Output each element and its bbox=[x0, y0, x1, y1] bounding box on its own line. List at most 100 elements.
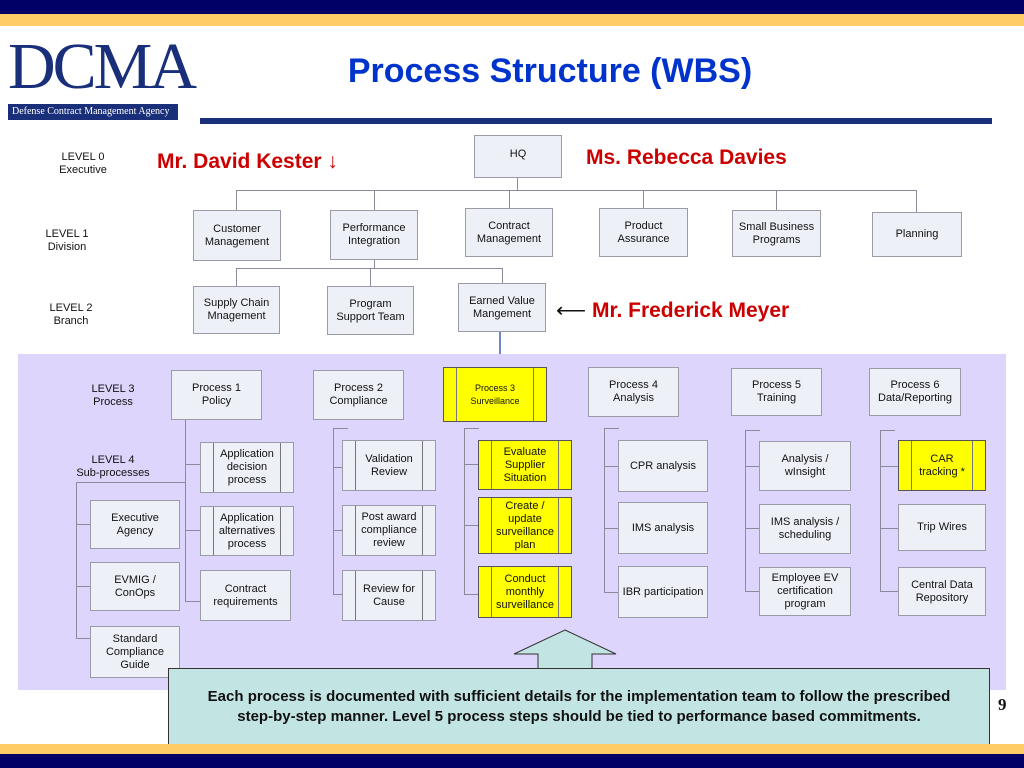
connector bbox=[236, 268, 237, 286]
division-box: Small Business Programs bbox=[732, 210, 821, 257]
connector bbox=[236, 268, 502, 269]
subprocess-box-highlighted: Evaluate Supplier Situation bbox=[478, 440, 572, 490]
connector bbox=[464, 428, 479, 429]
division-box: Performance Integration bbox=[330, 210, 418, 260]
connector bbox=[776, 190, 777, 210]
connector bbox=[236, 190, 917, 191]
connector bbox=[745, 430, 760, 431]
connector bbox=[880, 430, 881, 592]
connector bbox=[464, 428, 465, 595]
connector bbox=[185, 530, 200, 531]
division-box: Contract Management bbox=[465, 208, 553, 257]
connector bbox=[880, 591, 898, 592]
down-arrow-icon: ↓ bbox=[327, 150, 338, 173]
level-4-label: LEVEL 4 Sub-processes bbox=[76, 454, 150, 479]
division-box: Product Assurance bbox=[599, 208, 688, 257]
connector bbox=[374, 190, 375, 210]
connector bbox=[604, 528, 618, 529]
level-2-label: LEVEL 2 Branch bbox=[49, 302, 93, 327]
connector bbox=[643, 190, 644, 208]
process-box: Process 5 Training bbox=[731, 368, 822, 416]
subprocess-box: Review for Cause bbox=[342, 570, 436, 621]
callout-text: Each process is documented with sufficie… bbox=[207, 687, 951, 725]
connector bbox=[464, 594, 478, 595]
page-number: 9 bbox=[998, 695, 1007, 714]
callout-box: Each process is documented with sufficie… bbox=[168, 668, 990, 745]
meyer-annotation: ⟵ Mr. Frederick Meyer bbox=[556, 298, 789, 323]
subprocess-box: Contract requirements bbox=[200, 570, 291, 621]
connector bbox=[745, 591, 759, 592]
title-underline bbox=[200, 118, 992, 124]
subprocess-box: Application decision process bbox=[200, 442, 294, 493]
level-3-label: LEVEL 3 Process bbox=[91, 383, 135, 408]
connector bbox=[333, 467, 342, 468]
subprocess-box: Central Data Repository bbox=[898, 567, 986, 616]
subprocess-box: Analysis / wInsight bbox=[759, 441, 851, 491]
up-arrow-icon bbox=[513, 629, 617, 672]
connector bbox=[333, 428, 334, 595]
connector bbox=[370, 268, 371, 286]
hq-box: HQ bbox=[474, 135, 562, 178]
branch-box: Program Support Team bbox=[327, 286, 414, 335]
division-box: Customer Management bbox=[193, 210, 281, 261]
connector bbox=[76, 524, 90, 525]
bottom-gold-band bbox=[0, 744, 1024, 754]
branch-box: Earned Value Mangement bbox=[458, 283, 546, 332]
connector bbox=[464, 525, 478, 526]
connector bbox=[76, 482, 77, 638]
meyer-name: Mr. Frederick Meyer bbox=[591, 299, 790, 322]
level-4-item: Standard Compliance Guide bbox=[90, 626, 180, 678]
connector bbox=[236, 190, 237, 210]
page-title: Process Structure (WBS) bbox=[347, 52, 753, 90]
connector bbox=[745, 430, 746, 592]
connector bbox=[185, 420, 186, 602]
connector bbox=[604, 428, 619, 429]
level-4-item: EVMIG / ConOps bbox=[90, 562, 180, 611]
connector bbox=[464, 464, 478, 465]
subprocess-box: IMS analysis / scheduling bbox=[759, 504, 851, 554]
logo-letters: DCMA bbox=[8, 30, 197, 103]
connector bbox=[499, 332, 501, 354]
connector bbox=[333, 428, 348, 429]
connector bbox=[333, 530, 342, 531]
connector bbox=[185, 464, 200, 465]
top-gold-band bbox=[0, 14, 1024, 26]
connector bbox=[604, 428, 605, 593]
subprocess-box: Validation Review bbox=[342, 440, 436, 491]
level-1-label: LEVEL 1 Division bbox=[45, 228, 89, 253]
logo-tagline: Defense Contract Management Agency bbox=[8, 104, 178, 120]
subprocess-box: IBR participation bbox=[618, 566, 708, 618]
connector bbox=[745, 528, 759, 529]
subprocess-box-highlighted: Create / update surveillance plan bbox=[478, 497, 572, 554]
subprocess-box: Post award compliance review bbox=[342, 505, 436, 556]
bottom-navy-band bbox=[0, 754, 1024, 768]
subprocess-box: Application alternatives process bbox=[200, 506, 294, 556]
connector bbox=[509, 190, 510, 208]
connector bbox=[880, 466, 898, 467]
connector bbox=[880, 528, 898, 529]
connector bbox=[502, 268, 503, 283]
connector bbox=[604, 466, 618, 467]
process-box: Process 6 Data/Reporting bbox=[869, 368, 961, 416]
connector bbox=[374, 260, 375, 268]
dcma-logo: DCMA Defense Contract Management Agency bbox=[8, 30, 197, 126]
process-box: Process 4 Analysis bbox=[588, 367, 679, 417]
subprocess-box: Trip Wires bbox=[898, 504, 986, 551]
division-box: Planning bbox=[872, 212, 962, 257]
branch-box: Supply Chain Mnagement bbox=[193, 286, 280, 334]
connector bbox=[604, 592, 618, 593]
kester-annotation: Mr. David Kester ↓ bbox=[157, 150, 338, 174]
connector bbox=[745, 466, 759, 467]
connector bbox=[76, 586, 90, 587]
connector bbox=[185, 601, 200, 602]
subprocess-box-highlighted: CAR tracking * bbox=[898, 440, 986, 491]
process-box: Process 1 Policy bbox=[171, 370, 262, 420]
connector bbox=[880, 430, 895, 431]
process-box-highlighted: Process 3 Surveillance bbox=[443, 367, 547, 422]
kester-name: Mr. David Kester bbox=[157, 150, 322, 173]
connector bbox=[76, 482, 186, 483]
level-0-label: LEVEL 0 Executive bbox=[59, 151, 107, 176]
level-4-item: Executive Agency bbox=[90, 500, 180, 549]
process-box: Process 2 Compliance bbox=[313, 370, 404, 420]
subprocess-box: IMS analysis bbox=[618, 502, 708, 554]
